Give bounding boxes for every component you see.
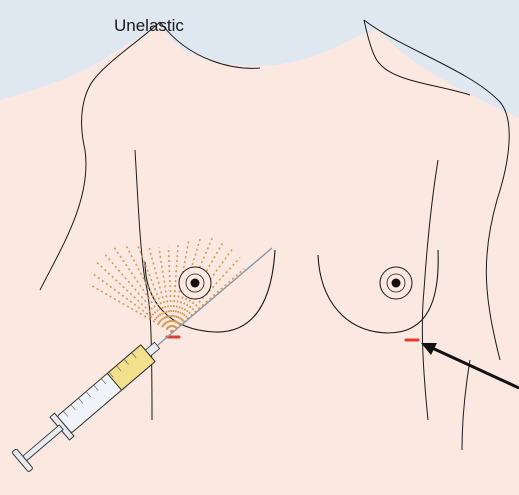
right-nipple [392,279,401,288]
figure-caption: Unelastic [114,16,184,36]
left-nipple [191,279,200,288]
